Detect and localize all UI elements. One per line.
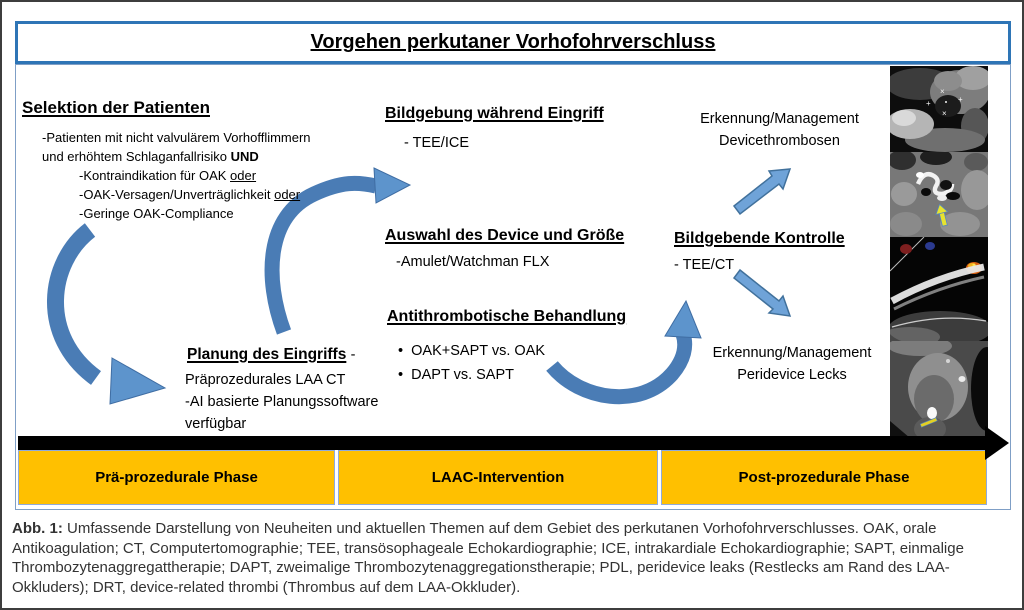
heading-auswahl-device: Auswahl des Device und Größe: [385, 227, 625, 244]
selektion-line4: -OAK-Versagen/Unverträglichkeit oder: [79, 187, 301, 202]
planung-heading-line: Planung des Eingriffs -: [187, 346, 355, 364]
label-devicethrombosen: Erkennung/Management Devicethrombosen: [700, 111, 859, 149]
yellow-arrow-marker: [935, 203, 949, 227]
label-peridevice-lecks: Erkennung/Management Peridevice Lecks: [712, 345, 872, 383]
selektion-line2: und erhöhtem Schlaganfallrisiko UND: [42, 149, 259, 164]
kontrolle-item: - TEE/CT: [674, 257, 735, 273]
planung-dash: -: [350, 347, 356, 363]
heading-antithrombotische: Antithrombotische Behandlung: [387, 308, 627, 325]
heading-planung: Planung des Eingriffs: [187, 346, 347, 363]
bullet-oak-sapt: • OAK+SAPT vs. OAK: [398, 343, 546, 359]
diagram-frame: [15, 64, 1011, 510]
timeline-arrow-shaft: [18, 436, 985, 450]
selektion-line1: -Patienten mit nicht valvulärem Vorhoffl…: [42, 130, 311, 145]
phase-pre-prozedural: Prä-prozedurale Phase: [18, 450, 335, 505]
ct-device-thumbnail: [890, 152, 988, 237]
ct-occluder-thumbnail: [890, 341, 988, 438]
phase-laac-intervention: LAAC-Intervention: [338, 450, 658, 505]
svg-text:×: ×: [940, 87, 945, 96]
figure-title: Vorgehen perkutaner Vorhofohrverschluss: [310, 31, 716, 53]
yellow-line-marker: [919, 417, 938, 428]
bildgebung-item: - TEE/ICE: [404, 135, 469, 151]
caption-label: Abb. 1:: [12, 520, 63, 537]
figure-title-box: Vorgehen perkutaner Vorhofohrverschluss: [15, 21, 1011, 64]
planung-body: Präprozedurales LAA CT -AI basierte Plan…: [185, 372, 379, 432]
selektion-line5: -Geringe OAK-Compliance: [79, 206, 234, 221]
antithrombotische-bullets: • OAK+SAPT vs. OAK • DAPT vs. SAPT: [398, 339, 545, 387]
timeline-arrow-head: [985, 426, 1009, 460]
tee-doppler-leak-thumbnail: [890, 237, 988, 341]
heading-bildgebende-kontrolle: Bildgebende Kontrolle: [674, 230, 845, 247]
heading-bildgebung-eingriff: Bildgebung während Eingriff: [385, 105, 604, 122]
heading-selektion: Selektion der Patienten: [22, 98, 210, 117]
figure-caption: Abb. 1: Umfassende Darstellung von Neuhe…: [12, 519, 1014, 597]
tee-ultrasound-thumbnail: × + + ×: [890, 66, 988, 152]
svg-text:+: +: [958, 95, 963, 104]
caption-text: Umfassende Darstellung von Neuheiten und…: [12, 520, 964, 596]
svg-text:×: ×: [942, 109, 947, 118]
svg-text:+: +: [926, 99, 931, 108]
phase-post-prozedural: Post-prozedurale Phase: [661, 450, 987, 505]
auswahl-item: -Amulet/Watchman FLX: [396, 254, 550, 270]
bullet-dapt-sapt: • DAPT vs. SAPT: [398, 367, 515, 383]
selektion-line3: -Kontraindikation für OAK oder: [79, 168, 257, 183]
